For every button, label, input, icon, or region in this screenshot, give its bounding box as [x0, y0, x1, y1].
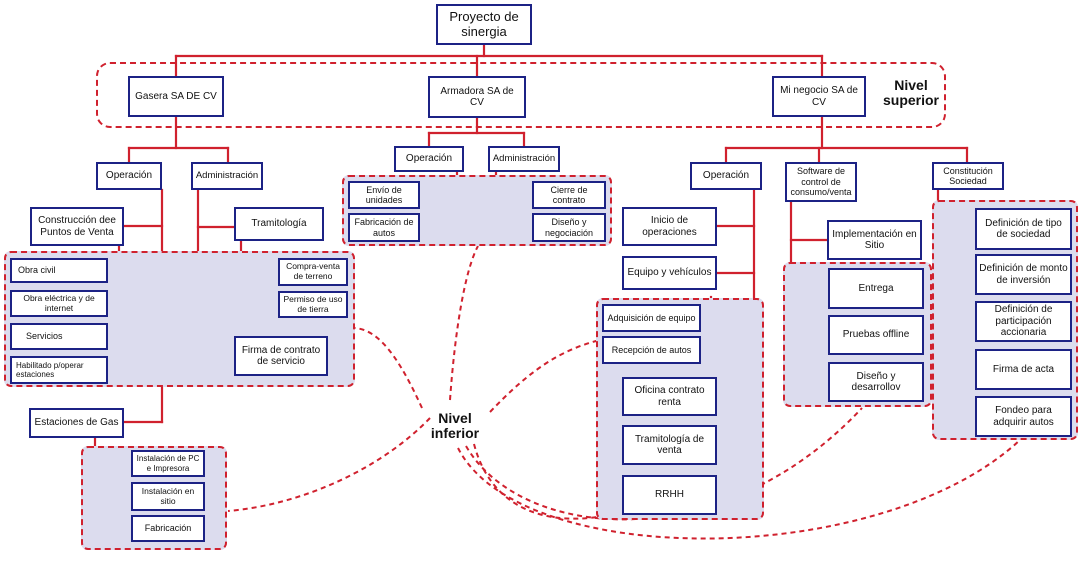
servicios-node[interactable]: Servicios	[10, 323, 108, 350]
estaciones-gas-node[interactable]: Estaciones de Gas	[29, 408, 124, 438]
armadora-operacion-node[interactable]: Operación	[394, 146, 464, 172]
compraventa-terreno-node[interactable]: Compra-venta de terreno	[278, 258, 348, 286]
inicio-operaciones-node[interactable]: Inicio de operaciones	[622, 207, 717, 246]
permiso-uso-tierra-node[interactable]: Permiso de uso de tierra	[278, 291, 348, 318]
adquisicion-equipo-node[interactable]: Adquisición de equipo	[602, 304, 701, 332]
pruebas-offline-node[interactable]: Pruebas offline	[828, 315, 924, 355]
tipo-sociedad-node[interactable]: Definición de tipo de sociedad	[975, 208, 1072, 250]
firma-contrato-servicio-node[interactable]: Firma de contrato de servicio	[234, 336, 328, 376]
diseno-negociacion-node[interactable]: Diseño y negociación	[532, 213, 606, 242]
instalacion-sitio-node[interactable]: Instalación en sitio	[131, 482, 205, 511]
root-node[interactable]: Proyecto de sinergia	[436, 4, 532, 45]
constitucion-sociedad-node[interactable]: Constitución Sociedad	[932, 162, 1004, 190]
obra-civil-node[interactable]: Obra civil	[10, 258, 108, 283]
tramitologia-node[interactable]: Tramitología	[234, 207, 324, 241]
minegocio-operacion-node[interactable]: Operación	[690, 162, 762, 190]
diseno-desarrollo-node[interactable]: Diseño y desarrollov	[828, 362, 924, 402]
gasera-operacion-node[interactable]: Operación	[96, 162, 162, 190]
minegocio-node[interactable]: Mi negocio SA de CV	[772, 76, 866, 117]
implementacion-sitio-node[interactable]: Implementación en Sitio	[827, 220, 922, 260]
participacion-accionaria-node[interactable]: Definición de participación accionaria	[975, 301, 1072, 342]
tramitologia-venta-node[interactable]: Tramitología de venta	[622, 425, 717, 465]
instalacion-pc-node[interactable]: Instalación de PC e Impresora	[131, 450, 205, 477]
entrega-node[interactable]: Entrega	[828, 268, 924, 309]
construccion-puntos-venta-node[interactable]: Construcción dee Puntos de Venta	[30, 207, 124, 246]
fondeo-autos-node[interactable]: Fondeo para adquirir autos	[975, 396, 1072, 437]
habilitado-node[interactable]: Habilitado p/operar estaciones	[10, 356, 108, 384]
firma-acta-node[interactable]: Firma de acta	[975, 349, 1072, 390]
armadora-node[interactable]: Armadora SA de CV	[428, 76, 526, 118]
nivel-superior-label: Nivel superior	[882, 77, 939, 109]
gasera-node[interactable]: Gasera SA DE CV	[128, 76, 224, 117]
armadora-administracion-node[interactable]: Administración	[488, 146, 560, 172]
nivel-superior-region	[96, 62, 946, 128]
obra-electrica-node[interactable]: Obra eléctrica y de internet	[10, 290, 108, 317]
gasera-administracion-node[interactable]: Administración	[191, 162, 263, 190]
software-control-node[interactable]: Software de control de consumo/venta	[785, 162, 857, 202]
fabricacion-autos-node[interactable]: Fabricación de autos	[348, 213, 420, 242]
cierre-contrato-node[interactable]: Cierre de contrato	[532, 181, 606, 209]
equipo-vehiculos-node[interactable]: Equipo y vehículos	[622, 256, 717, 290]
nivel-inferior-label: Nivel inferior	[430, 410, 480, 442]
rrhh-node[interactable]: RRHH	[622, 475, 717, 515]
fabricacion-node[interactable]: Fabricación	[131, 515, 205, 542]
recepcion-autos-node[interactable]: Recepción de autos	[602, 336, 701, 364]
monto-inversion-node[interactable]: Definición de monto de inversión	[975, 254, 1072, 295]
envio-unidades-node[interactable]: Envío de unidades	[348, 181, 420, 209]
oficina-contrato-renta-node[interactable]: Oficina contrato renta	[622, 377, 717, 416]
